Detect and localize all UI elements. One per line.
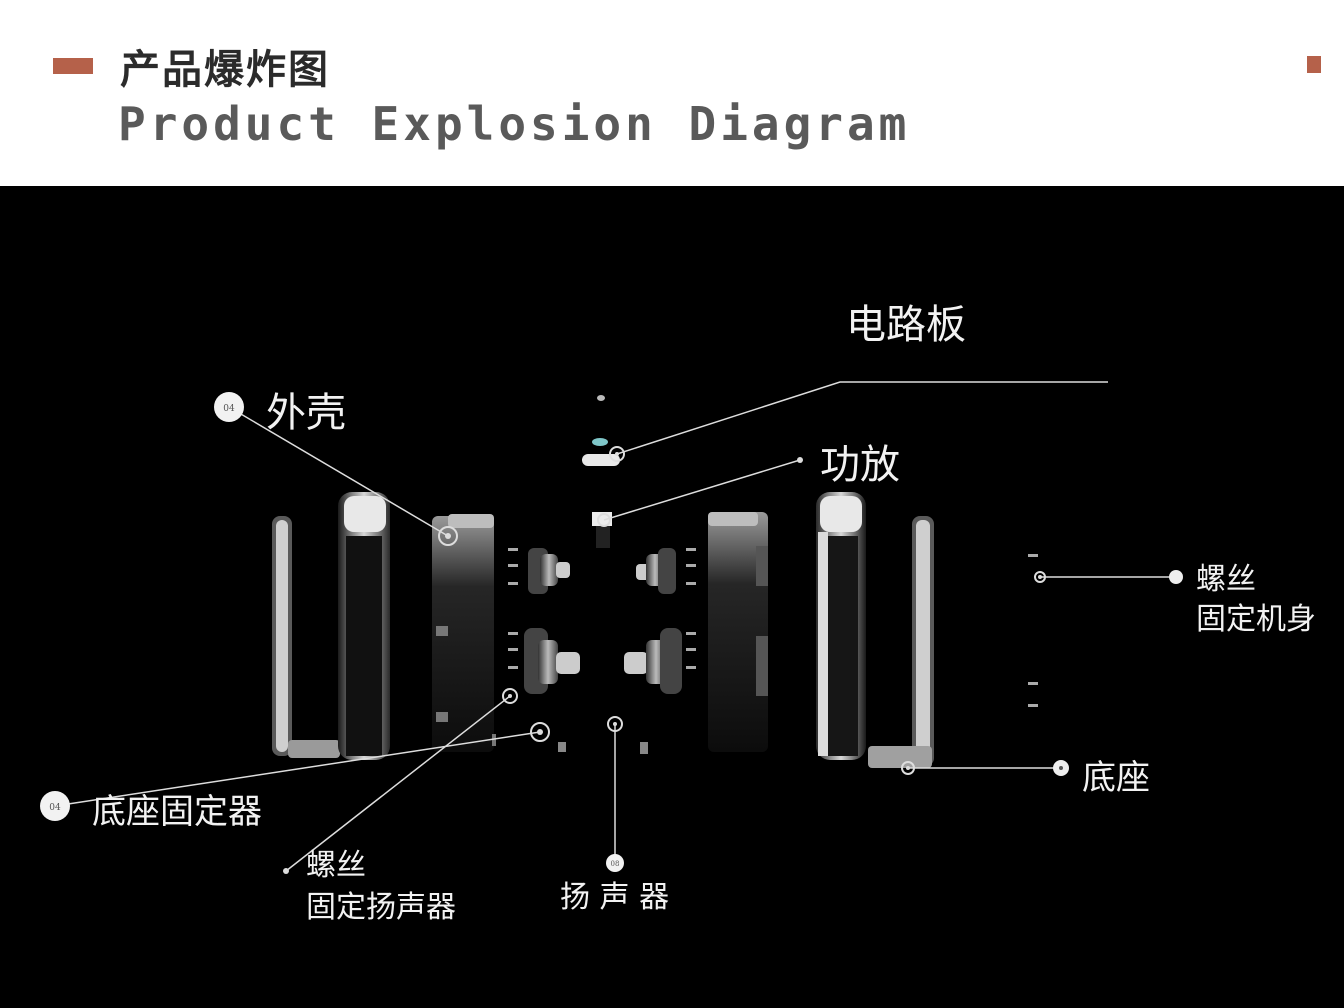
leader-circuit-board [616, 381, 1108, 455]
body-screws [1028, 554, 1038, 707]
label-screw-speaker-line2: 固定扬声器 [306, 890, 456, 925]
right-main-shell [816, 492, 866, 760]
leader-base-fixer [54, 731, 541, 807]
label-screw-body-line1: 螺丝 [1196, 562, 1256, 597]
page-title-en: Product Explosion Diagram [118, 97, 911, 151]
svg-text:04: 04 [49, 803, 61, 813]
label-screw-speaker-line1: 螺丝 [306, 848, 366, 883]
accent-bar-left [53, 58, 93, 74]
label-speaker: 扬 声 器 [560, 880, 670, 915]
explosion-diagram: 04 04 08 电路板 外壳 功放 螺丝 固定机身 底座 底座固定器 螺丝 固… [0, 186, 1344, 1008]
center-base-fixer-part [640, 742, 648, 754]
label-base: 底座 [1082, 758, 1150, 798]
right-base [868, 516, 934, 768]
label-circuit-board: 电路板 [846, 302, 966, 348]
left-base-fixer-parts [492, 734, 566, 752]
left-speakers [524, 548, 580, 694]
left-outer-shell [272, 516, 340, 758]
badge-speaker: 08 [606, 854, 624, 872]
left-screws [508, 548, 518, 669]
right-screws [686, 548, 696, 669]
label-shell: 外壳 [266, 390, 346, 436]
markers [283, 446, 1183, 874]
leader-screw-speaker [285, 695, 511, 872]
page-title-cn: 产品爆炸图 [120, 47, 330, 93]
label-amplifier: 功放 [820, 442, 900, 488]
label-screw-body-line2: 固定机身 [1196, 602, 1316, 637]
left-inner-frame [432, 514, 494, 752]
diagram-canvas: 04 04 08 [40, 381, 1183, 874]
leader-amplifier [603, 459, 801, 521]
label-base-fixer: 底座固定器 [92, 792, 262, 832]
header: 产品爆炸图 Product Explosion Diagram [0, 0, 1344, 186]
circuit-board [582, 395, 620, 466]
leader-lines [54, 381, 1176, 872]
right-speakers [624, 548, 682, 694]
left-main-shell [338, 492, 390, 760]
badge-base-fixer: 04 [40, 791, 70, 821]
svg-text:08: 08 [611, 860, 620, 868]
badge-shell: 04 [214, 392, 244, 422]
accent-bar-right [1307, 56, 1321, 73]
svg-text:04: 04 [223, 404, 235, 414]
right-inner-frame [708, 512, 768, 752]
leader-shell [228, 406, 449, 537]
